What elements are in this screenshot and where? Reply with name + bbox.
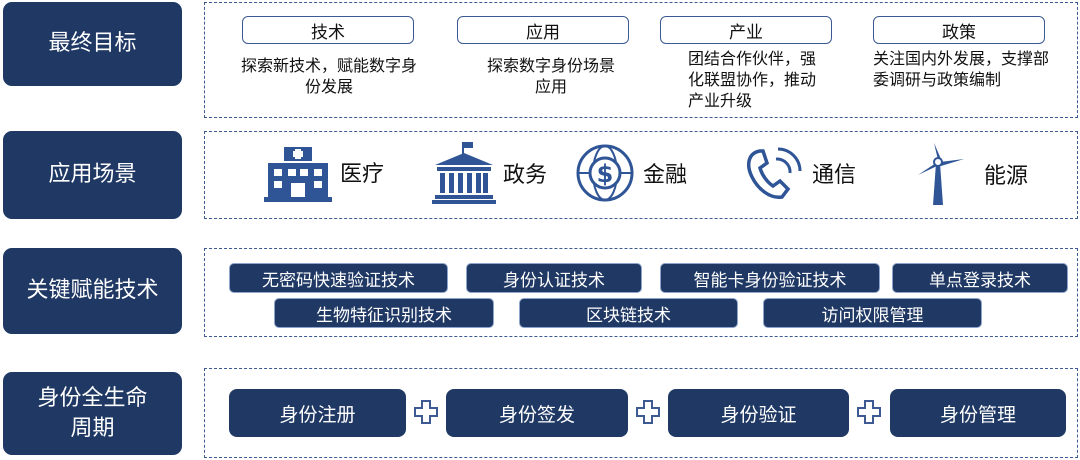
- lifecycle-panel: [204, 368, 1078, 458]
- row-label-scenes: 应用场景: [3, 131, 182, 219]
- wind-turbine-icon: [918, 143, 964, 205]
- goal-desc-industry: 团结合作伙伴，强化联盟协作，推动产业升级: [688, 49, 817, 110]
- goal-title-application: 应用: [457, 16, 629, 44]
- lifecycle-manage: 身份管理: [890, 389, 1066, 437]
- scene-energy: 能源: [912, 141, 1028, 207]
- plus-icon: [636, 400, 660, 424]
- plus-icon: [414, 400, 438, 424]
- scene-finance: $ 金融: [575, 143, 687, 203]
- goals-panel: [204, 2, 1078, 118]
- row-label-goals: 最终目标: [3, 2, 182, 86]
- lifecycle-issue: 身份签发: [446, 389, 628, 437]
- scene-telecom: 通信: [740, 143, 856, 203]
- scenes-panel: [204, 131, 1078, 219]
- government-building-icon: [432, 142, 496, 204]
- tech-blockchain: 区块链技术: [519, 298, 738, 328]
- scene-label-finance: 金融: [643, 163, 688, 188]
- svg-text:$: $: [597, 160, 614, 188]
- goal-title-tech: 技术: [242, 16, 414, 44]
- row-label-lifecycle: 身份全生命周期: [3, 372, 182, 455]
- tech-panel: [204, 248, 1078, 337]
- scene-label-energy: 能源: [984, 164, 1029, 189]
- lifecycle-register: 身份注册: [229, 389, 406, 437]
- goal-desc-policy: 关注国内外发展，支撑部委调研与政策编制: [873, 49, 1050, 89]
- goal-desc-tech: 探索新技术，赋能数字身份发展: [240, 56, 417, 96]
- row-label-tech: 关键赋能技术: [3, 248, 182, 334]
- goal-title-industry: 产业: [660, 16, 832, 44]
- goal-title-policy: 政策: [873, 16, 1045, 44]
- scene-label-government: 政务: [503, 163, 548, 188]
- tech-passwordless: 无密码快速验证技术: [229, 263, 448, 293]
- tech-sso: 单点登录技术: [892, 263, 1068, 293]
- lifecycle-verify: 身份验证: [668, 389, 849, 437]
- tech-access-control: 访问权限管理: [763, 298, 982, 328]
- tech-smartcard: 智能卡身份验证技术: [660, 263, 880, 293]
- scene-government: 政务: [431, 141, 547, 205]
- tech-biometric: 生物特征识别技术: [274, 298, 494, 328]
- goal-desc-application: 探索数字身份场景应用: [486, 56, 615, 96]
- hospital-icon: [264, 147, 332, 202]
- telephone-icon: [746, 147, 802, 199]
- scene-medical: 医疗: [262, 141, 384, 203]
- scene-label-medical: 医疗: [340, 162, 385, 187]
- plus-icon: [857, 400, 881, 424]
- tech-identity-auth: 身份认证技术: [466, 263, 642, 293]
- scene-label-telecom: 通信: [812, 163, 857, 188]
- dollar-globe-icon: $: [576, 144, 634, 202]
